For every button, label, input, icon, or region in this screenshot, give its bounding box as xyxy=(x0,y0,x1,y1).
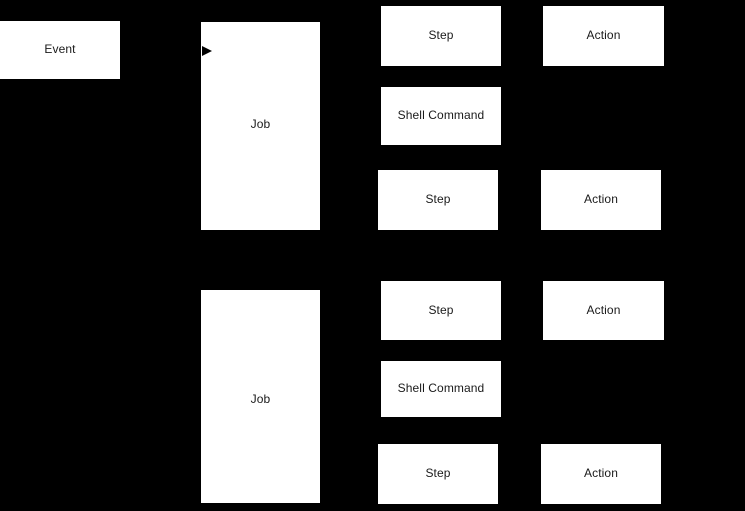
node-job-2-action-1[interactable]: Action xyxy=(543,281,664,340)
node-job-1-step-1-label: Step xyxy=(428,28,454,43)
node-job-1[interactable]: Job xyxy=(201,22,320,230)
node-job-1-step-1[interactable]: Step xyxy=(381,6,501,66)
node-job-2-step-1[interactable]: Step xyxy=(381,281,501,340)
node-event[interactable]: Event xyxy=(0,21,120,79)
node-job-1-label: Job xyxy=(250,117,271,131)
arrow-right-icon xyxy=(202,46,212,56)
node-job-1-action-1[interactable]: Action xyxy=(543,6,664,66)
node-event-label: Event xyxy=(44,42,76,57)
node-job-2-step-2[interactable]: Step xyxy=(378,444,498,504)
node-job-1-shell-command-label: Shell Command xyxy=(397,108,485,123)
node-job-2-label: Job xyxy=(250,392,271,406)
node-job-1-action-1-label: Action xyxy=(586,28,621,43)
node-job-2-action-2-label: Action xyxy=(584,466,618,481)
node-job-2-action-2[interactable]: Action xyxy=(541,444,661,504)
node-job-2[interactable]: Job xyxy=(201,290,320,503)
node-job-2-shell-command[interactable]: Shell Command xyxy=(381,361,501,417)
node-job-2-shell-command-label: Shell Command xyxy=(397,381,485,396)
node-job-2-action-1-label: Action xyxy=(586,302,621,317)
node-job-1-shell-command[interactable]: Shell Command xyxy=(381,87,501,145)
node-job-1-action-2[interactable]: Action xyxy=(541,170,661,230)
node-job-1-action-2-label: Action xyxy=(584,192,618,207)
node-job-1-step-2[interactable]: Step xyxy=(378,170,498,230)
node-job-2-step-2-label: Step xyxy=(425,466,451,481)
node-job-2-step-1-label: Step xyxy=(428,302,454,317)
node-job-1-step-2-label: Step xyxy=(425,192,451,207)
